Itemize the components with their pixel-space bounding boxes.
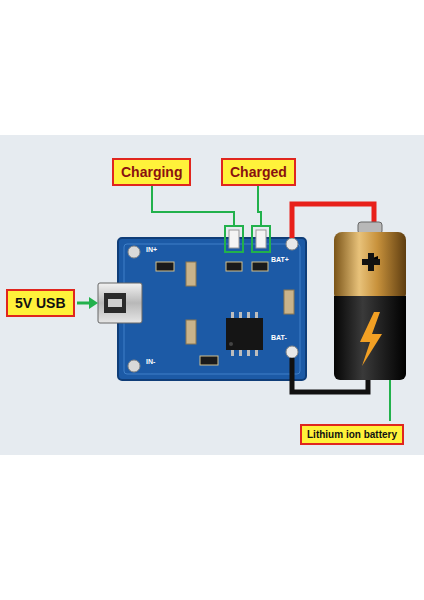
callout-text: Charging [121,164,182,180]
pin-label: IN+ [146,246,157,253]
callout-text: Lithium ion battery [307,429,397,440]
callout-box: Lithium ion battery [300,424,404,445]
callout-box: 5V USB [6,289,75,317]
pin-label: BAT- [271,334,287,341]
callout-text: Charged [230,164,287,180]
pin-label: IN- [146,358,155,365]
callout-text: 5V USB [15,295,66,311]
callout-box: Charging [112,158,191,186]
pin-label: BAT+ [271,256,289,263]
callout-box: Charged [221,158,296,186]
